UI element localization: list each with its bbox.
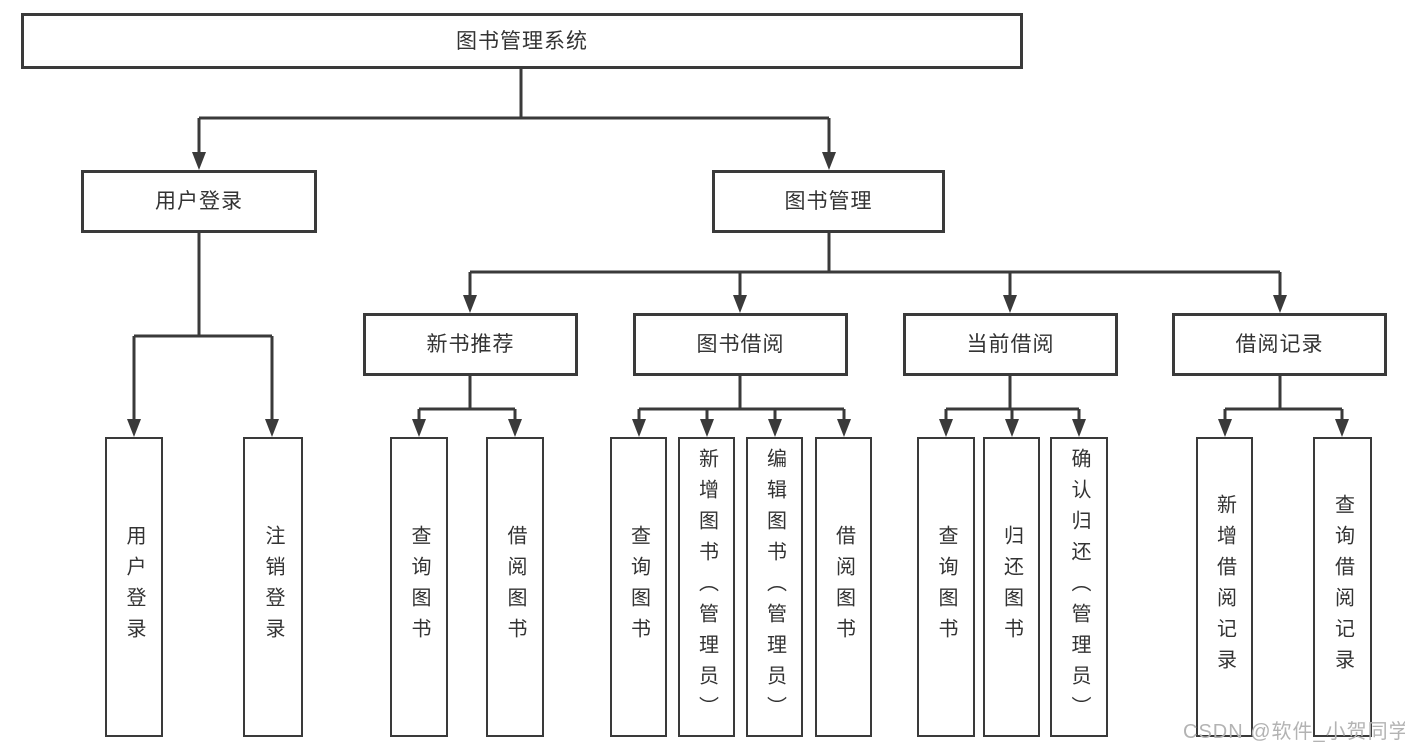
leaf-query-borrow-record-label: 查询借阅记录 xyxy=(1331,494,1354,680)
leaf-borrow-book-borrow: 借阅图书 xyxy=(815,437,872,737)
node-book-borrow: 图书借阅 xyxy=(633,313,848,376)
leaf-logout-label: 注销登录 xyxy=(262,525,284,649)
leaf-logout: 注销登录 xyxy=(243,437,303,737)
leaf-user-login-label: 用户登录 xyxy=(123,525,145,649)
node-user-login-label: 用户登录 xyxy=(155,190,243,213)
node-borrow-record: 借阅记录 xyxy=(1172,313,1387,376)
node-new-book-recommend-label: 新书推荐 xyxy=(426,333,515,356)
node-borrow-record-label: 借阅记录 xyxy=(1235,333,1324,356)
leaf-query-book-recommend-label: 查询图书 xyxy=(408,525,430,649)
node-current-borrow-label: 当前借阅 xyxy=(966,333,1055,356)
node-root: 图书管理系统 xyxy=(21,13,1023,69)
leaf-return-book-label: 归还图书 xyxy=(1000,525,1023,649)
leaf-add-borrow-record: 新增借阅记录 xyxy=(1196,437,1253,737)
leaf-confirm-return-admin-label: 确认归还（管理员） xyxy=(1068,447,1090,727)
node-new-book-recommend: 新书推荐 xyxy=(363,313,578,376)
leaf-user-login: 用户登录 xyxy=(105,437,163,737)
leaf-query-book-current-label: 查询图书 xyxy=(935,525,957,649)
leaf-query-book-recommend: 查询图书 xyxy=(390,437,448,737)
node-book-management-label: 图书管理 xyxy=(784,190,873,213)
leaf-query-borrow-record: 查询借阅记录 xyxy=(1313,437,1372,737)
node-book-management: 图书管理 xyxy=(712,170,945,233)
leaf-borrow-book-recommend-label: 借阅图书 xyxy=(504,525,526,649)
leaf-return-book: 归还图书 xyxy=(983,437,1040,737)
leaf-confirm-return-admin: 确认归还（管理员） xyxy=(1050,437,1108,737)
leaf-add-borrow-record-label: 新增借阅记录 xyxy=(1213,494,1236,680)
leaf-query-book-borrow: 查询图书 xyxy=(610,437,667,737)
node-user-login: 用户登录 xyxy=(81,170,317,233)
leaf-edit-book-admin-label: 编辑图书（管理员） xyxy=(763,447,786,727)
csdn-watermark: CSDN @软件_小贺同学 xyxy=(1183,721,1405,743)
leaf-add-book-admin-label: 新增图书（管理员） xyxy=(695,447,718,727)
leaf-edit-book-admin: 编辑图书（管理员） xyxy=(746,437,803,737)
node-current-borrow: 当前借阅 xyxy=(903,313,1118,376)
leaf-borrow-book-recommend: 借阅图书 xyxy=(486,437,544,737)
tree-edges xyxy=(132,69,1344,421)
node-root-label: 图书管理系统 xyxy=(456,29,588,53)
leaf-query-book-borrow-label: 查询图书 xyxy=(627,525,650,649)
leaf-query-book-current: 查询图书 xyxy=(917,437,975,737)
node-book-borrow-label: 图书借阅 xyxy=(696,333,785,356)
leaf-add-book-admin: 新增图书（管理员） xyxy=(678,437,735,737)
leaf-borrow-book-borrow-label: 借阅图书 xyxy=(832,525,855,649)
